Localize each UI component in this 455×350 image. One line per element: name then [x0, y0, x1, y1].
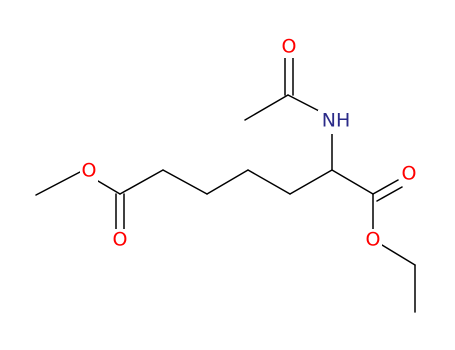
left-carbonyl-oxygen-label: O: [113, 229, 128, 251]
bond-chain-2: [247, 169, 291, 195]
bond-layer: [35, 57, 416, 313]
bond-acetyl-carbon-nitrogen: [287, 94, 324, 114]
acetyl-oxygen-label: O: [282, 36, 297, 58]
bond-left-ester-oxygen: [97, 180, 121, 195]
bond-ester-carbonyl-2: [376, 186, 403, 202]
ester-carbonyl-oxygen-label: O: [402, 163, 417, 185]
amide-nitrogen-label: NH: [322, 110, 351, 132]
bond-alpha-chain-1: [289, 169, 333, 195]
bond-ester-carbonyl-1: [372, 179, 399, 195]
atom-layer: O NH O O O O: [80, 36, 418, 251]
bond-chain-3: [206, 169, 249, 195]
bond-ester-oxygen-ethyl: [381, 244, 416, 266]
bond-chain-5: [119, 169, 164, 195]
bond-left-ester-methyl: [35, 171, 81, 196]
ester-ether-oxygen-label: O: [366, 229, 381, 251]
bond-methyl-acetyl-carbon: [244, 94, 289, 121]
bond-alpha-carbon-ester-carbon: [331, 169, 374, 195]
left-ether-oxygen-label: O: [82, 160, 97, 182]
bond-chain-4: [162, 169, 208, 195]
